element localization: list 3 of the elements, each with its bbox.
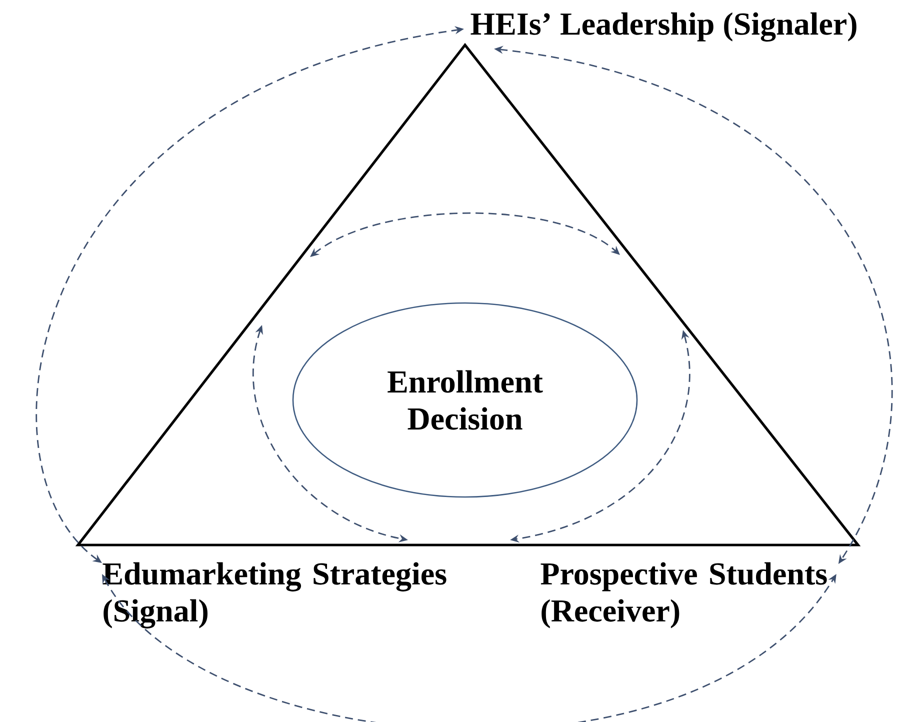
vertex-label: Edumarketing Strategies (Signal)	[102, 562, 446, 628]
vertex-label: HEIs’ Leadership (Signaler)	[470, 12, 856, 42]
vertex-label: Prospective Students (Receiver)	[540, 562, 827, 628]
